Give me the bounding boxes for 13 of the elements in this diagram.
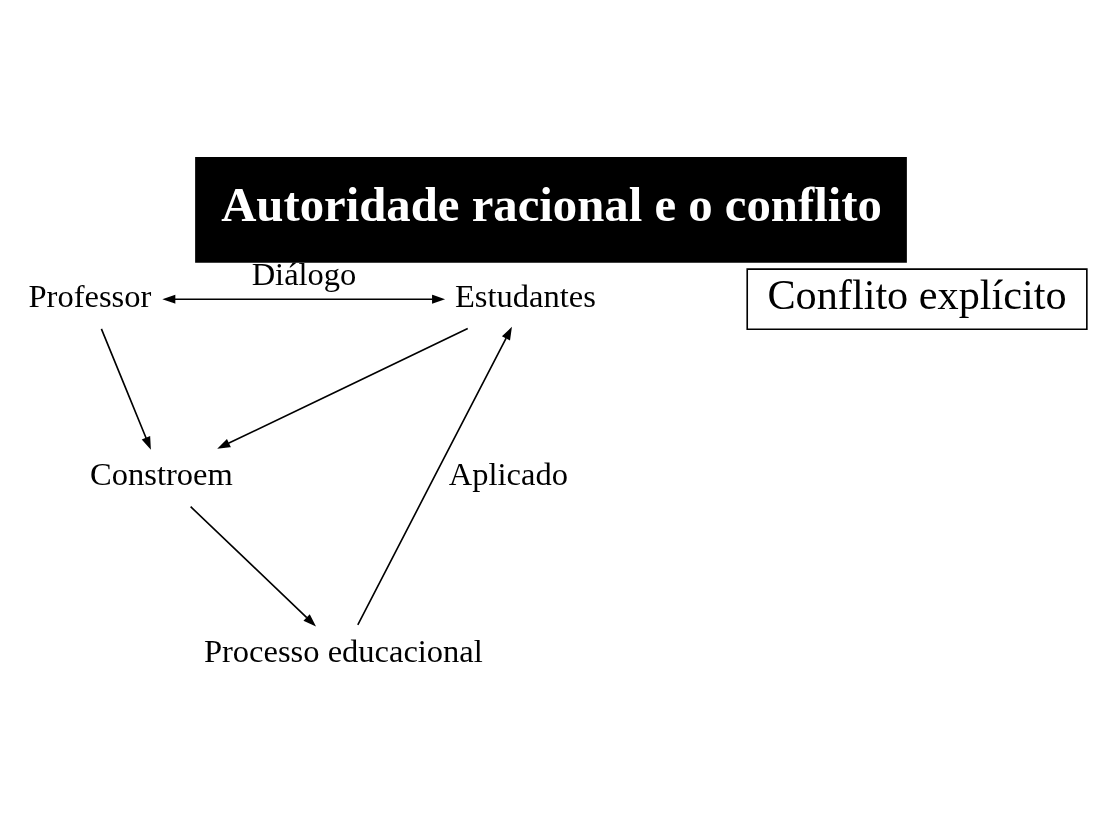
arrow <box>217 327 469 449</box>
arrow <box>100 328 151 450</box>
node-box: Conflito explícito <box>746 268 1088 331</box>
arrow <box>189 505 317 627</box>
arrow <box>162 294 446 304</box>
edge-label: Aplicado <box>448 456 568 493</box>
node-text: Professor <box>28 278 152 315</box>
node-text: Constroem <box>90 456 233 493</box>
edge-label: Diálogo <box>251 255 357 292</box>
node-text: Processo educacional <box>203 633 483 670</box>
diagram-title: Autoridade racional e o conflito <box>221 178 882 233</box>
arrow <box>357 326 512 626</box>
node-text: Estudantes <box>455 278 596 315</box>
